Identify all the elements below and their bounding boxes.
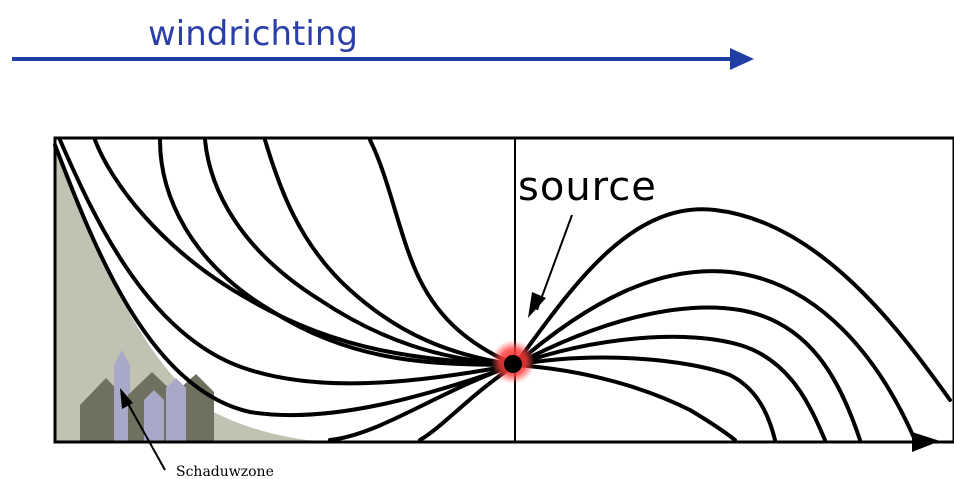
- shadow-zone-pointer-arrow: [120, 388, 166, 471]
- sound-ray-6: [58, 138, 517, 386]
- sound-ray-10: [513, 207, 952, 402]
- source-point: [504, 355, 522, 373]
- wind-direction-arrow: [12, 48, 754, 70]
- sound-ray-5: [368, 138, 517, 367]
- wind-direction-label: windrichting: [148, 14, 358, 54]
- sound-ray-7: [53, 143, 517, 418]
- sound-ray-11: [513, 269, 917, 442]
- shadow-zone-label: Schaduwzone: [176, 464, 274, 479]
- source-label: source: [518, 164, 657, 210]
- diagram-frame: [53, 136, 954, 444]
- sound-ray-14: [513, 355, 777, 442]
- sound-ray-1: [93, 138, 517, 367]
- buildings-icon: [80, 350, 214, 442]
- sound-rays: [53, 138, 952, 442]
- sound-ray-12: [513, 305, 862, 442]
- sound-ray-8: [328, 363, 517, 442]
- source-pointer-arrow: [528, 214, 573, 318]
- sound-ray-2: [158, 138, 517, 367]
- sound-ray-4: [263, 138, 517, 367]
- sound-ray-15: [513, 363, 737, 442]
- sound-ray-13: [513, 334, 827, 442]
- bottom-right-arrowhead: [912, 432, 940, 452]
- sound-ray-3: [203, 138, 517, 367]
